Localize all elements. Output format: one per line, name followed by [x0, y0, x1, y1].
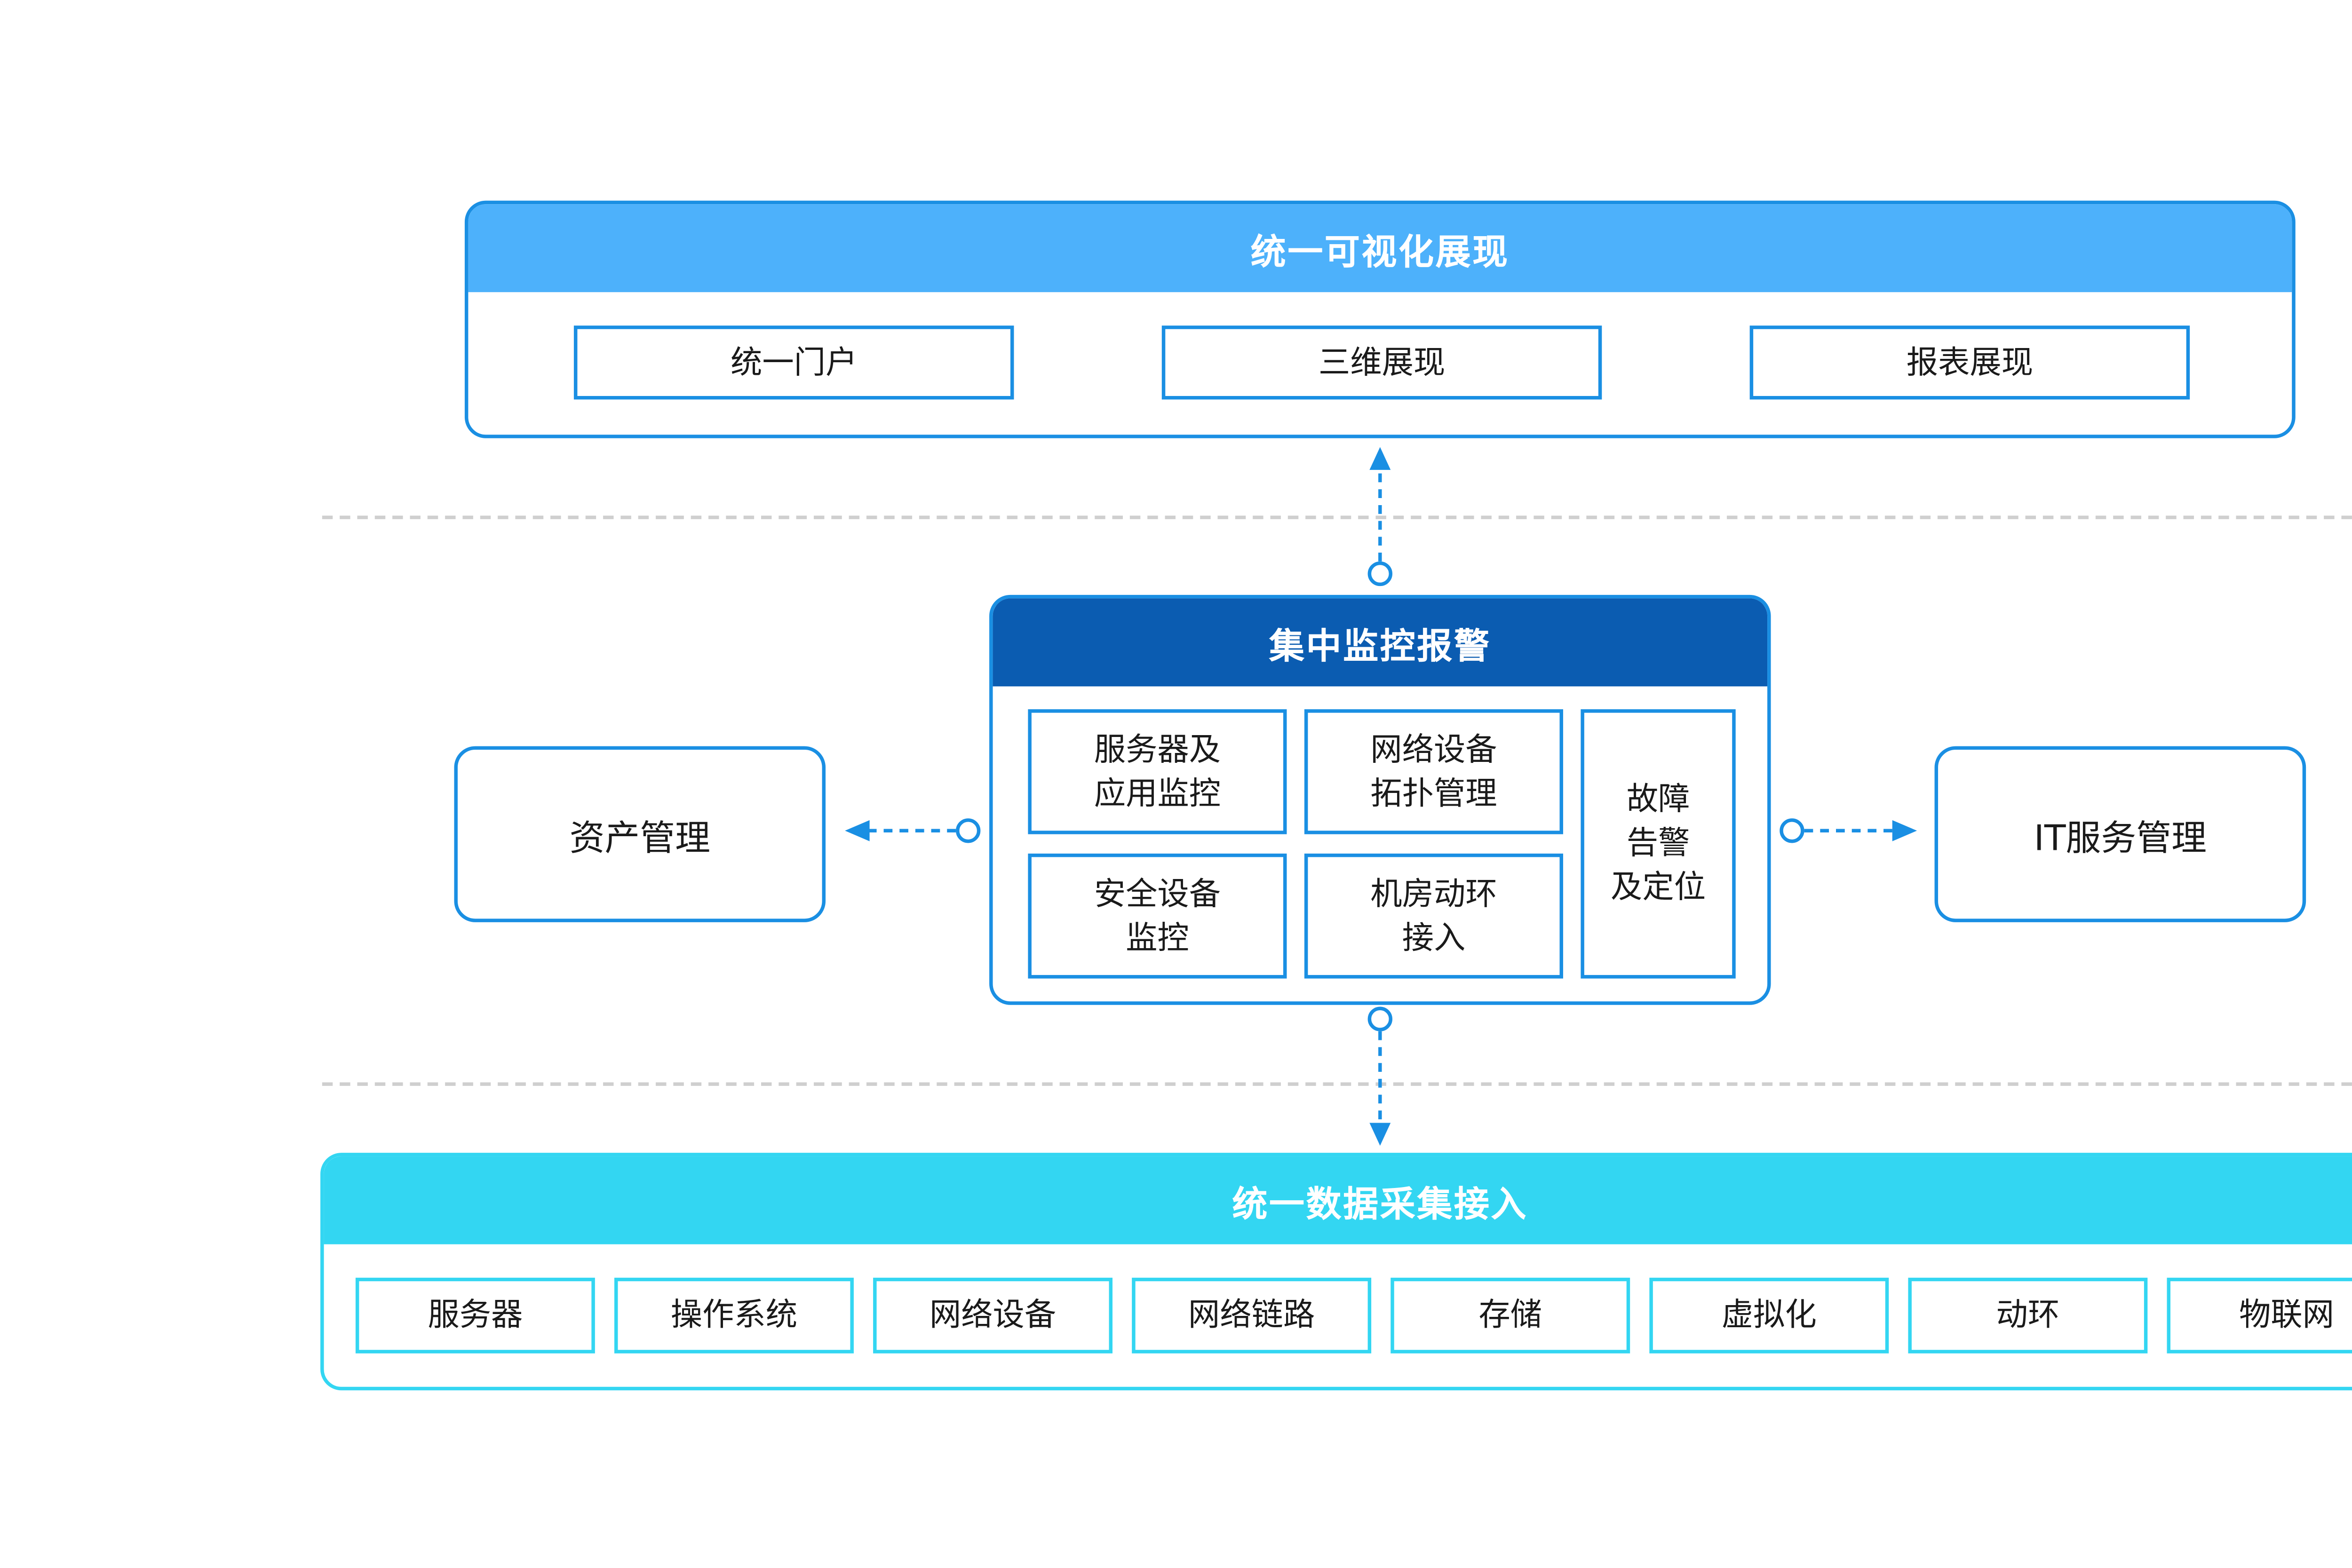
connector-up-origin — [1367, 561, 1393, 586]
arrowhead-up — [1369, 447, 1391, 470]
server-app-monitor-box: 服务器及 应用监控 — [1028, 709, 1287, 834]
3d-view-box: 三维展现 — [1161, 325, 1602, 400]
visualization-layer: 统一可视化展现 统一门户 三维展现 报表展现 — [464, 200, 2296, 438]
arrowhead-left — [845, 820, 870, 841]
asset-management-box: 资产管理 — [454, 746, 826, 922]
monitoring-layer-title: 集中监控报警 — [993, 598, 1768, 687]
network-topology-box: 网络设备 拓扑管理 — [1304, 709, 1563, 834]
source-server-box: 服务器 — [355, 1277, 595, 1354]
connector-left-origin — [955, 818, 981, 843]
fault-alarm-box: 故障 告警 及定位 — [1581, 709, 1736, 979]
connector-right-origin — [1780, 818, 1804, 843]
divider-upper — [322, 515, 2352, 519]
arrowhead-down — [1369, 1123, 1391, 1146]
data-collection-layer-title: 统一数据采集接入 — [324, 1156, 2352, 1244]
divider-lower — [322, 1082, 2352, 1086]
connector-down-origin — [1367, 1006, 1393, 1031]
portal-box: 统一门户 — [573, 325, 1014, 400]
security-monitor-box: 安全设备 监控 — [1028, 853, 1287, 979]
it-service-management-box: IT服务管理 — [1934, 746, 2306, 922]
monitoring-layer: 集中监控报警 服务器及 应用监控 网络设备 拓扑管理 安全设备 监控 机房动环 … — [989, 594, 1771, 1005]
source-os-box: 操作系统 — [614, 1277, 854, 1354]
source-network-link-box: 网络链路 — [1132, 1277, 1372, 1354]
visualization-layer-title: 统一可视化展现 — [468, 204, 2292, 293]
source-virtualization-box: 虚拟化 — [1649, 1277, 1889, 1354]
source-network-device-box: 网络设备 — [873, 1277, 1113, 1354]
datacenter-env-box: 机房动环 接入 — [1304, 853, 1563, 979]
source-env-box: 动环 — [1908, 1277, 2148, 1354]
data-collection-layer: 统一数据采集接入 服务器 操作系统 网络设备 网络链路 存储 虚拟化 动环 物联… — [320, 1153, 2352, 1391]
source-iot-box: 物联网 — [2167, 1277, 2352, 1354]
report-view-box: 报表展现 — [1749, 325, 2190, 400]
source-storage-box: 存储 — [1391, 1277, 1630, 1354]
arrowhead-right — [1892, 820, 1917, 841]
